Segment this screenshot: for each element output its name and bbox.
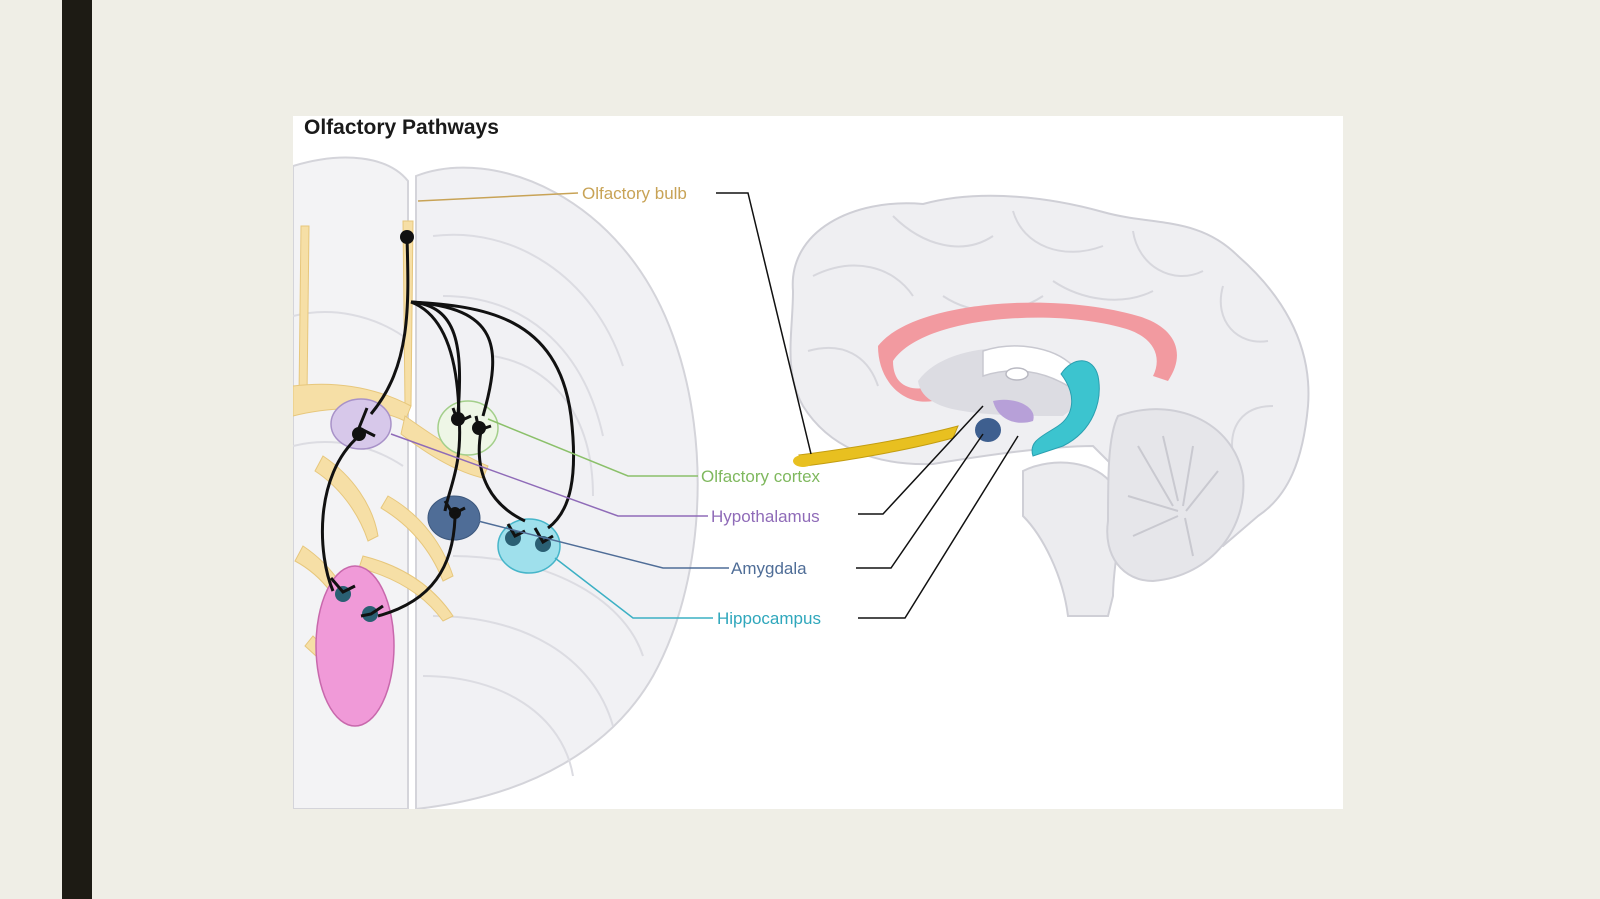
label-amygdala: Amygdala <box>731 559 807 578</box>
figure-title: Olfactory Pathways <box>304 116 499 139</box>
label-leader-lines <box>390 192 729 619</box>
label-hippocampus: Hippocampus <box>717 609 821 628</box>
sagittal-brain-view <box>789 194 1310 617</box>
brainstem-target-oval <box>315 565 395 727</box>
label-olfactory-bulb: Olfactory bulb <box>582 184 687 203</box>
olfactory-diagram: Olfactory bulb Olfactory cortex Hypothal… <box>293 156 1310 809</box>
sagittal-leader-lines <box>716 192 1019 619</box>
slide-accent-bar <box>62 0 92 899</box>
olfactory-bulb-tip <box>793 455 813 467</box>
label-olfactory-cortex: Olfactory cortex <box>701 467 821 486</box>
label-hypothalamus: Hypothalamus <box>711 507 820 526</box>
olfactory-pathway-lines <box>320 236 576 618</box>
olfactory-figure: Olfactory Pathways <box>293 116 1343 809</box>
